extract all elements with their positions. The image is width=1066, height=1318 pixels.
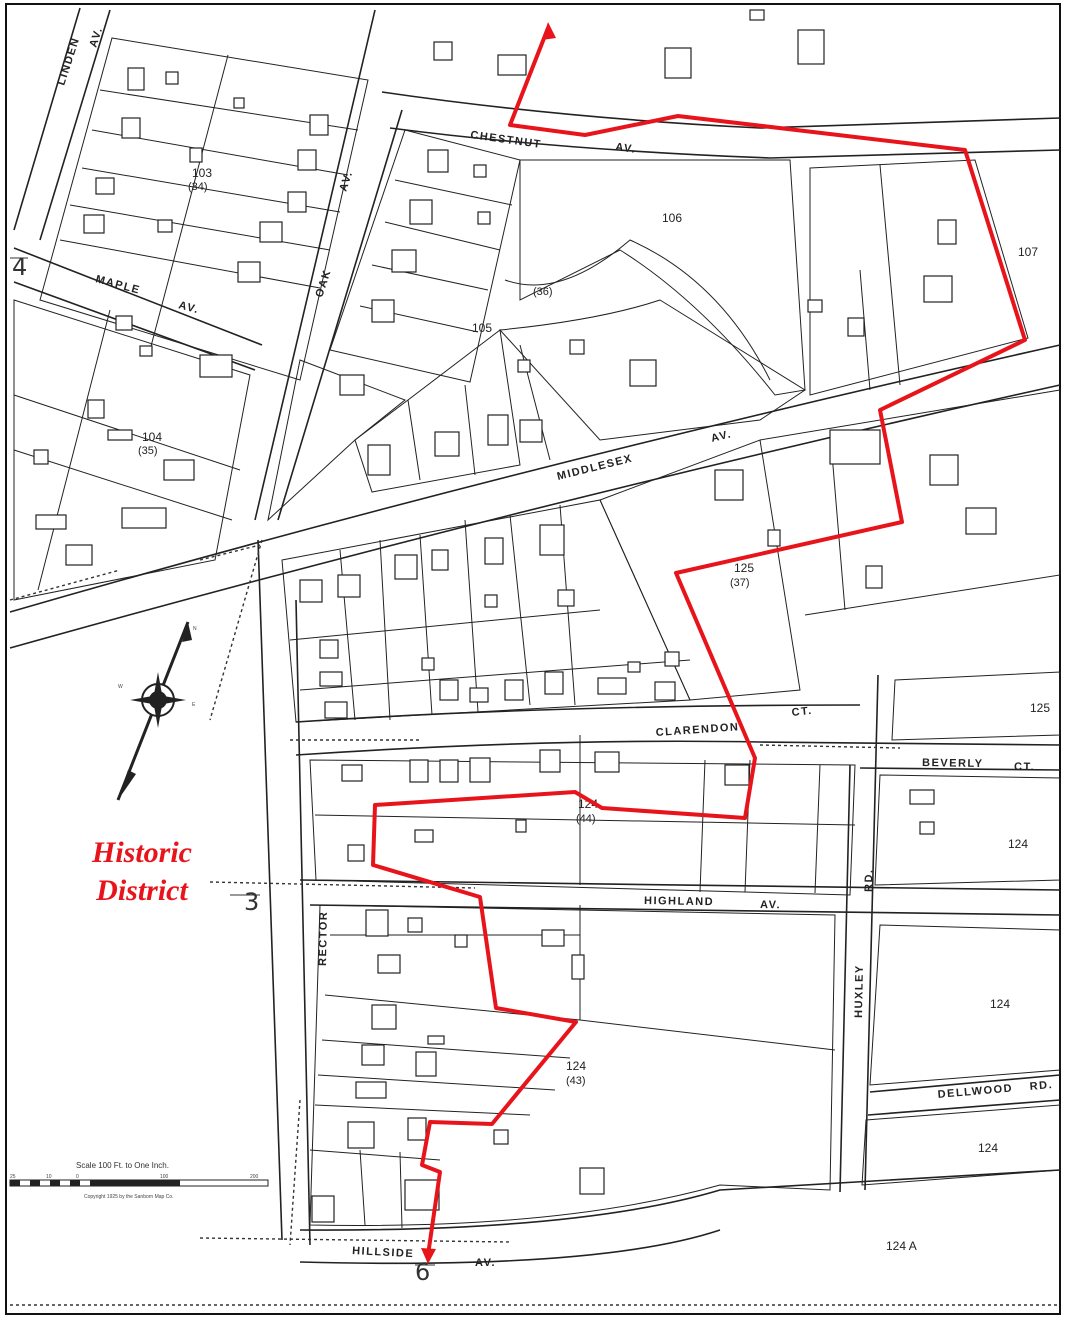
block-124-right2: 124	[990, 997, 1010, 1011]
street-lines	[9, 7, 1061, 1265]
historic-district-label-line1: Historic	[91, 836, 192, 869]
scale-title: Scale 100 Ft. to One Inch.	[76, 1161, 169, 1170]
street-label-chestnut-av: AV.	[615, 141, 637, 156]
map-frame	[5, 3, 1061, 1315]
street-label-hillside-av: AV.	[475, 1257, 496, 1269]
scale-tick-1: 10	[46, 1174, 52, 1180]
street-label-middlesex-av: AV.	[710, 428, 733, 445]
street-label-beverly: BEVERLY	[922, 757, 984, 770]
scale-copyright: Copyright 1925 by the Sanborn Map Co.	[84, 1194, 174, 1200]
street-label-highland-av: AV.	[760, 899, 781, 911]
street-label-highland: HIGHLAND	[644, 895, 714, 908]
historic-district-label: Historic District	[62, 834, 222, 910]
block-numbers: 103 (34) 104 (35) 105 106 (36) 107 125 (…	[138, 166, 1050, 1253]
street-label-hillside: HILLSIDE	[352, 1245, 415, 1260]
scale-tick-2: 0	[76, 1174, 79, 1180]
svg-text:E: E	[192, 702, 196, 708]
dashed-lines	[9, 539, 1060, 1306]
compass-icon: N E W	[116, 621, 197, 801]
scale-tick-0: 25	[10, 1174, 16, 1180]
block-107: 107	[1018, 245, 1038, 259]
block-124-right3: 124	[978, 1141, 998, 1155]
block-124a: 124 A	[886, 1239, 917, 1253]
svg-text:N: N	[193, 626, 197, 632]
block-125-right: 125	[1030, 701, 1050, 715]
buildings	[33, 9, 997, 1223]
street-label-rd: RD.	[863, 868, 875, 892]
historic-district-label-line2: District	[96, 874, 188, 907]
street-label-rector: RECTOR	[317, 911, 330, 966]
sheet-numbers: 4 3 6	[10, 253, 435, 1286]
street-label-dellwood-rd: RD.	[1029, 1079, 1053, 1093]
lot-lines	[13, 37, 1061, 1229]
block-106-sub: (36)	[533, 286, 553, 298]
block-104: 104	[142, 430, 162, 444]
street-label-clarendon-ct: CT.	[791, 705, 813, 719]
street-label-clarendon: CLARENDON	[655, 721, 739, 739]
block-106: 106	[662, 211, 682, 225]
block-103: 103	[192, 166, 212, 180]
street-label-huxley: HUXLEY	[853, 964, 866, 1018]
sheet-number-middle: 3	[244, 888, 259, 916]
svg-text:W: W	[118, 684, 123, 690]
block-103-sub: (34)	[188, 181, 208, 193]
block-105: 105	[472, 321, 492, 335]
street-label-maple-av: AV.	[177, 299, 200, 316]
block-125-sub: (37)	[730, 577, 750, 589]
block-124-a-sub: (44)	[576, 813, 596, 825]
block-124-center-sub: (43)	[566, 1075, 586, 1087]
historic-district-boundary	[371, 22, 1027, 1264]
scale-tick-4: 200	[250, 1174, 259, 1180]
block-124-center: 124	[566, 1059, 586, 1073]
block-104-sub: (35)	[138, 445, 158, 457]
block-125: 125	[734, 561, 754, 575]
scale-tick-3: 100	[160, 1174, 169, 1180]
scale-bar: Scale 100 Ft. to One Inch. 25 10 0 100 2…	[9, 1161, 269, 1200]
sheet-number-left: 4	[12, 253, 27, 281]
street-label-beverly-ct: CT.	[1014, 761, 1035, 773]
block-124-right1: 124	[1008, 837, 1028, 851]
